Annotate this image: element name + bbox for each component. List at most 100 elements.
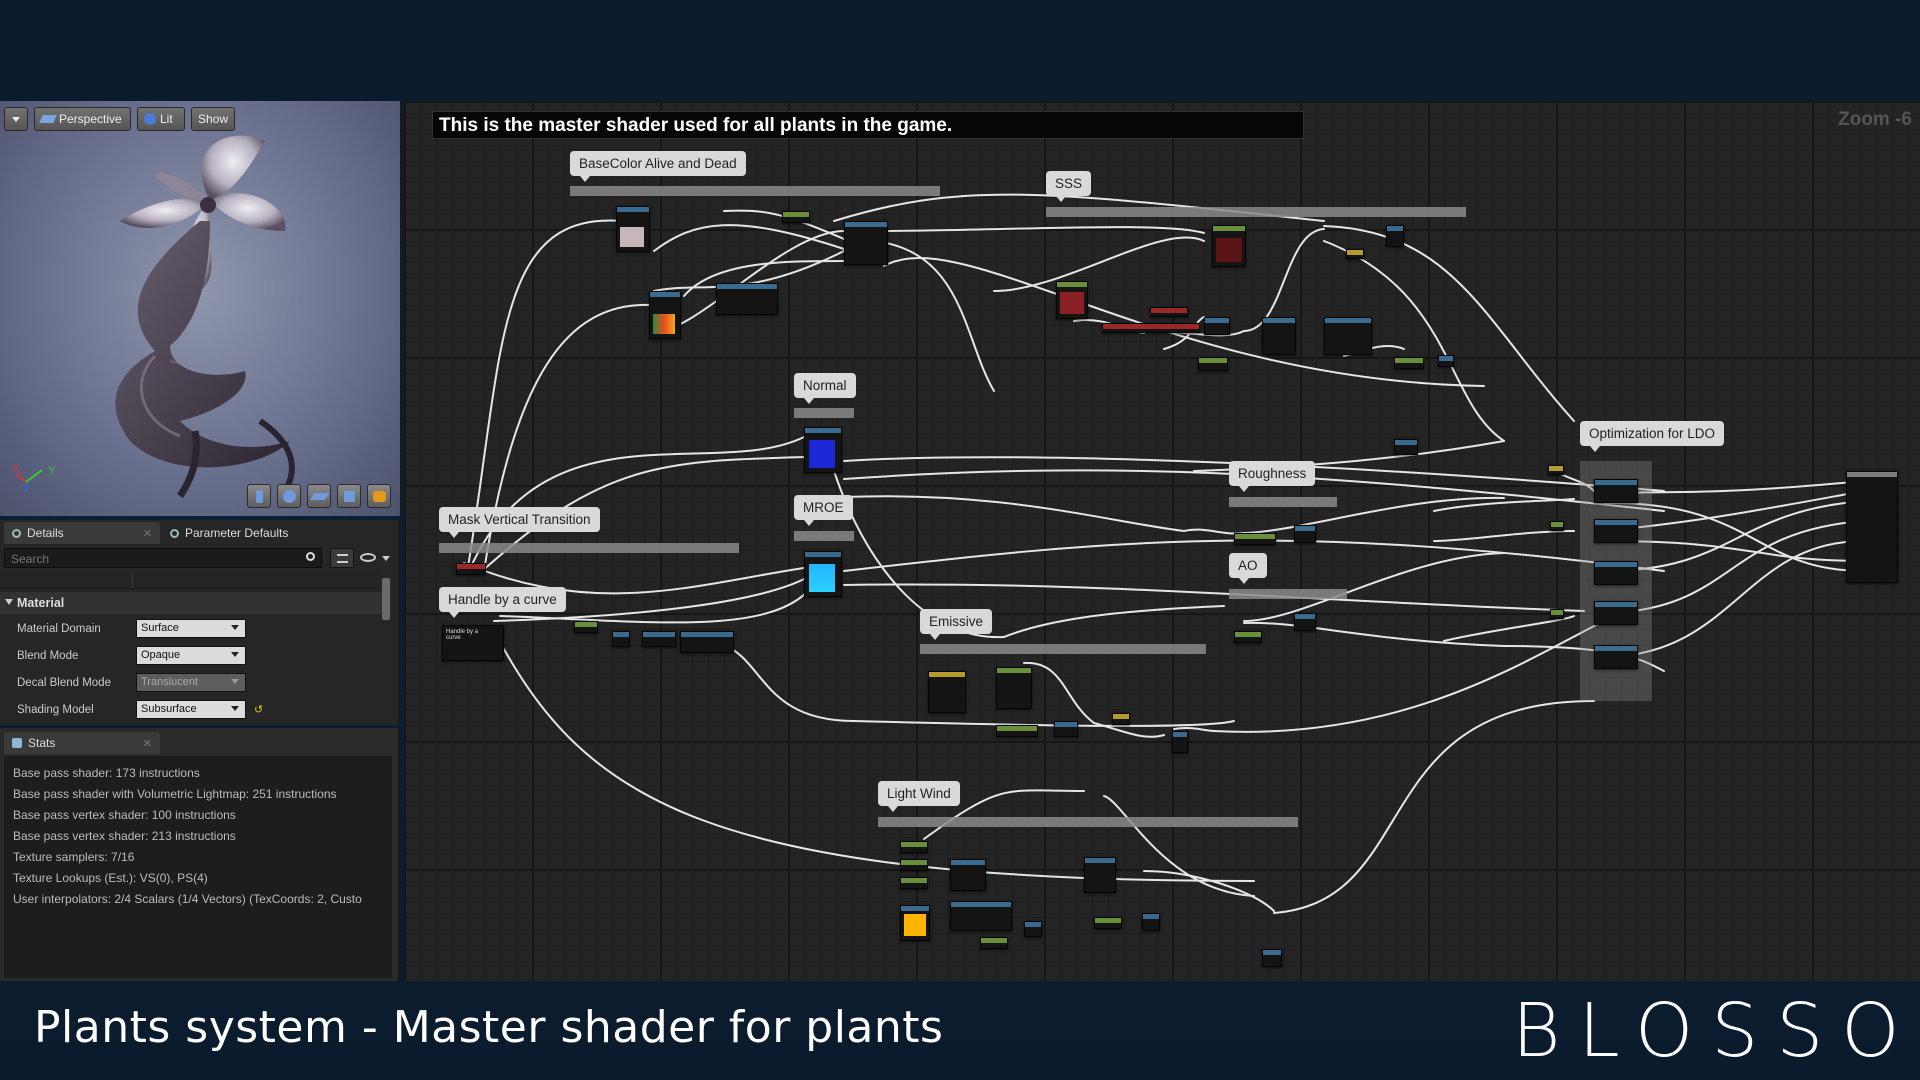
- graph-node[interactable]: [996, 725, 1038, 737]
- visibility-filter-button[interactable]: [358, 550, 392, 566]
- graph-node[interactable]: [1294, 525, 1316, 543]
- graph-node[interactable]: [456, 563, 486, 575]
- graph-node[interactable]: [649, 291, 681, 339]
- graph-node[interactable]: [900, 841, 928, 853]
- viewport-options-button[interactable]: [4, 107, 28, 131]
- mroe-texture-node[interactable]: [804, 551, 842, 597]
- graph-node[interactable]: [1112, 713, 1130, 725]
- graph-node[interactable]: [1234, 631, 1262, 643]
- graph-node[interactable]: [950, 859, 986, 891]
- graph-node[interactable]: [1594, 519, 1638, 543]
- graph-node[interactable]: [1198, 357, 1228, 371]
- graph-node[interactable]: [1262, 317, 1296, 355]
- close-icon[interactable]: ✕: [142, 527, 152, 540]
- cube-preview-button[interactable]: [337, 484, 361, 508]
- graph-node[interactable]: [996, 667, 1032, 709]
- graph-node[interactable]: [1024, 921, 1042, 937]
- graph-node[interactable]: [1294, 613, 1316, 631]
- graph-node[interactable]: [1204, 317, 1230, 335]
- graph-node[interactable]: [1346, 249, 1364, 259]
- property-blend-mode: Blend Mode Opaque: [0, 643, 380, 669]
- graph-node[interactable]: [1594, 645, 1638, 669]
- comment-emissive[interactable]: Emissive: [920, 609, 993, 640]
- comment-normal[interactable]: Normal: [794, 373, 856, 404]
- tab-parameter-defaults[interactable]: Parameter Defaults: [162, 522, 320, 544]
- graph-node[interactable]: [1142, 913, 1160, 931]
- reset-to-default-icon[interactable]: ↺: [254, 704, 264, 716]
- graph-node[interactable]: [844, 221, 888, 265]
- lit-button[interactable]: Lit: [137, 107, 185, 131]
- graph-node[interactable]: [1084, 857, 1116, 893]
- graph-node[interactable]: [928, 671, 966, 713]
- graph-node[interactable]: [980, 937, 1008, 949]
- tab-stats[interactable]: Stats ✕: [4, 732, 160, 754]
- comment-ao[interactable]: AO: [1229, 553, 1267, 584]
- material-graph-canvas[interactable]: This is the master shader used for all p…: [404, 101, 1920, 981]
- graph-node[interactable]: [1054, 721, 1078, 737]
- graph-node[interactable]: [1324, 317, 1372, 355]
- material-result-node[interactable]: [1846, 471, 1898, 583]
- search-icon[interactable]: [306, 552, 315, 561]
- graph-node[interactable]: [1056, 281, 1088, 319]
- graph-node[interactable]: [900, 859, 928, 871]
- graph-node[interactable]: [1212, 225, 1246, 267]
- comment-sss[interactable]: SSS: [1046, 171, 1092, 202]
- handle-curve-node[interactable]: Handle by a curve: [442, 625, 504, 661]
- graph-node[interactable]: [900, 905, 930, 941]
- comment-mask-vertical[interactable]: Mask Vertical Transition: [439, 507, 600, 538]
- graph-node[interactable]: [716, 283, 778, 315]
- graph-node[interactable]: [1394, 357, 1424, 369]
- graph-node[interactable]: [642, 631, 676, 647]
- plane-preview-button[interactable]: [307, 484, 331, 508]
- show-button[interactable]: Show: [191, 107, 235, 131]
- stat-line: Base pass shader: 173 instructions: [13, 766, 200, 780]
- comment-mroe[interactable]: MROE: [794, 495, 853, 526]
- blend-mode-dropdown[interactable]: Opaque: [136, 646, 246, 665]
- view-options-button[interactable]: [330, 548, 354, 568]
- graph-node[interactable]: [1438, 355, 1454, 367]
- comment-handle-curve[interactable]: Handle by a curve: [439, 587, 566, 618]
- normal-texture-node[interactable]: [804, 427, 842, 473]
- graph-node[interactable]: [950, 901, 1012, 931]
- perspective-button[interactable]: Perspective: [34, 107, 131, 131]
- sphere-preview-button[interactable]: [277, 484, 301, 508]
- graph-node[interactable]: [1550, 521, 1564, 531]
- graph-node[interactable]: [1094, 917, 1122, 929]
- details-search-input[interactable]: [4, 548, 322, 568]
- graph-node[interactable]: [1102, 323, 1200, 333]
- cylinder-preview-button[interactable]: [247, 484, 271, 508]
- graph-node[interactable]: [1594, 561, 1638, 585]
- graph-node[interactable]: [574, 621, 598, 633]
- graph-node[interactable]: [1550, 609, 1564, 619]
- graph-node[interactable]: [1594, 479, 1638, 503]
- graph-node[interactable]: [1172, 731, 1188, 753]
- graph-node[interactable]: [900, 877, 928, 889]
- comment-basecolor[interactable]: BaseColor Alive and Dead: [570, 151, 746, 182]
- graph-node[interactable]: [612, 631, 630, 647]
- details-column-header: [0, 572, 380, 589]
- graph-node[interactable]: [1386, 225, 1404, 247]
- graph-node[interactable]: [1394, 439, 1418, 455]
- graph-node[interactable]: [1234, 533, 1276, 545]
- graph-node[interactable]: [1262, 949, 1282, 967]
- graph-node[interactable]: [1594, 601, 1638, 625]
- graph-node[interactable]: [1150, 307, 1188, 317]
- details-search-field[interactable]: [9, 550, 293, 568]
- graph-node[interactable]: [782, 211, 810, 223]
- graph-node[interactable]: [1548, 465, 1564, 475]
- tab-details[interactable]: Details ✕: [4, 522, 160, 544]
- close-icon[interactable]: ✕: [142, 737, 152, 750]
- material-domain-dropdown[interactable]: Surface: [136, 619, 246, 638]
- comment-light-wind[interactable]: Light Wind: [878, 781, 960, 812]
- comment-optimization-ldo[interactable]: Optimization for LDO: [1580, 421, 1725, 452]
- details-panel: Details ✕ Parameter Defaults Material Ma…: [0, 520, 400, 725]
- shading-model-dropdown[interactable]: Subsurface: [136, 700, 246, 719]
- details-scrollbar[interactable]: [382, 578, 390, 620]
- comment-roughness[interactable]: Roughness: [1229, 461, 1316, 492]
- graph-node[interactable]: [616, 206, 650, 252]
- custom-mesh-preview-button[interactable]: [367, 484, 391, 508]
- header-comment[interactable]: This is the master shader used for all p…: [432, 111, 1304, 139]
- graph-node[interactable]: [680, 631, 734, 653]
- section-material[interactable]: Material: [0, 592, 390, 614]
- material-preview-viewport[interactable]: Perspective Lit Show: [0, 101, 402, 516]
